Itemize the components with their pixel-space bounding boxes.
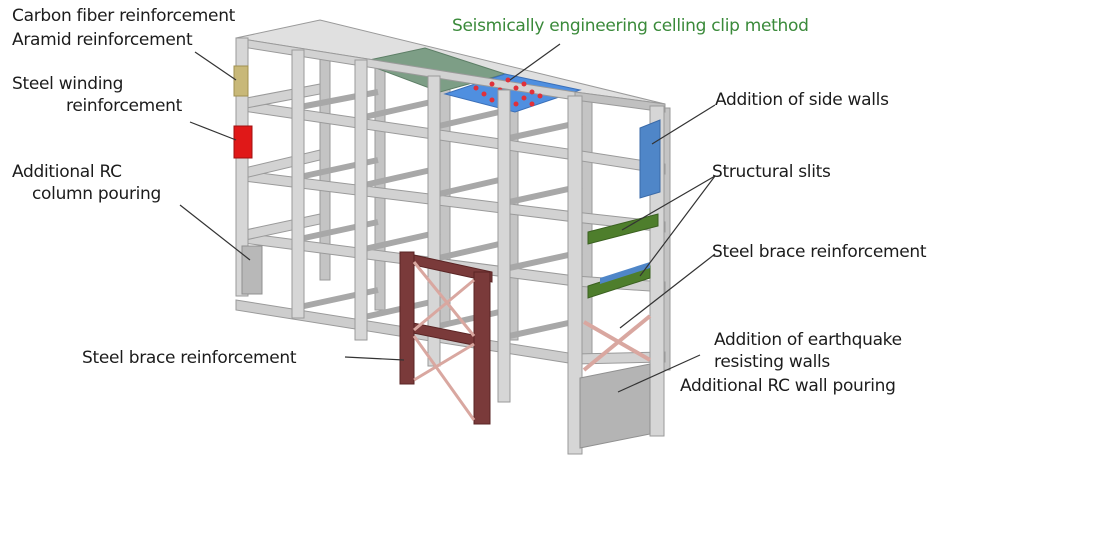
earthquake-resisting-wall bbox=[579, 363, 651, 449]
label-earthquake-walls-line2: resisting walls bbox=[714, 352, 830, 372]
label-earthquake-walls-line1: Addition of earthquake bbox=[714, 330, 902, 350]
slit-blue-strip bbox=[600, 262, 650, 284]
label-steel-brace-left: Steel brace reinforcement bbox=[82, 348, 297, 368]
label-side-walls: Addition of side walls bbox=[715, 90, 889, 110]
label-additional-rc-column-line1: Additional RC bbox=[12, 162, 122, 182]
leader-lines bbox=[179, 43, 716, 393]
aramid-wrap bbox=[233, 65, 249, 97]
label-steel-winding-line2: reinforcement bbox=[66, 96, 182, 116]
steel-brace-right bbox=[582, 314, 652, 372]
steel-winding-wrap bbox=[233, 125, 253, 159]
label-aramid-reinforcement: Aramid reinforcement bbox=[12, 30, 193, 50]
label-steel-brace-right: Steel brace reinforcement bbox=[712, 242, 927, 262]
label-structural-slits: Structural slits bbox=[712, 162, 831, 182]
label-steel-winding-line1: Steel winding bbox=[12, 74, 124, 94]
label-rc-wall-pouring: Additional RC wall pouring bbox=[680, 376, 896, 396]
rc-column-pouring bbox=[241, 245, 263, 295]
label-carbon-fiber-reinforcement: Carbon fiber reinforcement bbox=[12, 6, 236, 26]
label-additional-rc-column-line2: column pouring bbox=[32, 184, 162, 204]
roof-level bbox=[235, 19, 666, 113]
steel-brace-frame-left bbox=[399, 251, 493, 425]
label-ceiling-clip-method: Seismically engineering celling clip met… bbox=[452, 16, 809, 36]
side-wall bbox=[639, 119, 661, 199]
